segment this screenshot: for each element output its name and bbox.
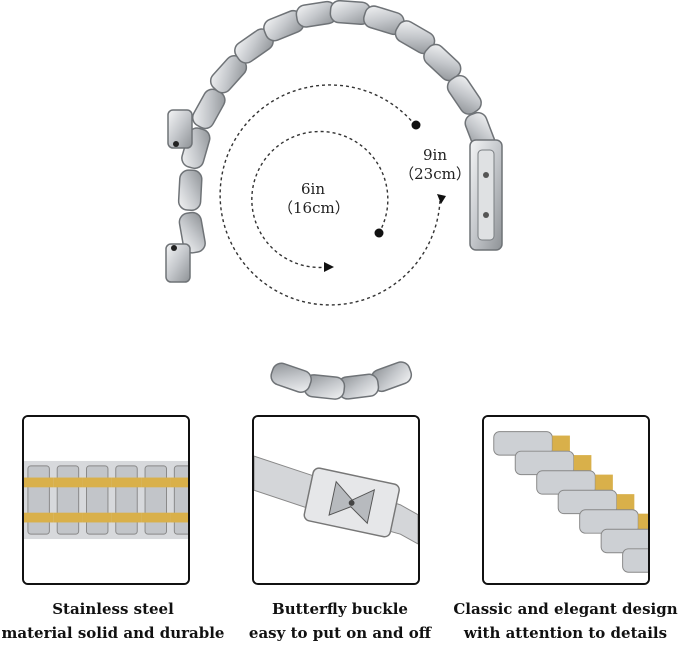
bracelet-end-bottom (165, 243, 191, 283)
gold-stripe (141, 477, 171, 488)
gold-stripe (141, 512, 171, 523)
band-link (622, 548, 648, 573)
inner-arc-arrowhead (324, 262, 334, 272)
feature-caption-design: Classic and elegant design with attentio… (452, 597, 679, 645)
gold-stripe (53, 477, 83, 488)
steel-link (115, 465, 138, 535)
feature-caption-steel-line2: material solid and durable (1, 624, 225, 642)
bracelet-link (446, 74, 482, 115)
band-gold-segment (573, 455, 592, 471)
feature-caption-steel: Stainless steel material solid and durab… (0, 597, 226, 645)
band-gold-segment (616, 494, 635, 510)
link-row (24, 460, 188, 540)
outer-arc-arrowhead (437, 194, 446, 204)
steel-links-closeup-image (24, 417, 188, 583)
inner-size-label: 6in （16cm） (278, 180, 350, 218)
bracelet-size-illustration: 6in （16cm） 9in （23cm） (165, 0, 503, 400)
inner-arc-start-dot (374, 228, 384, 238)
bracelet-image (165, 0, 503, 400)
feature-caption-design-line1: Classic and elegant design (453, 600, 678, 618)
bracelet-link (178, 211, 206, 254)
gold-stripe (111, 512, 142, 523)
gold-stripe (24, 512, 54, 523)
feature-caption-buckle: Butterfly buckle easy to put on and off (232, 597, 448, 645)
band-gold-segment (552, 435, 570, 452)
feature-panel-buckle (252, 415, 420, 585)
outer-size-label: 9in （23cm） (398, 146, 472, 184)
butterfly-clasp-image (254, 417, 418, 583)
steel-link (56, 465, 80, 535)
inner-size-arc (251, 130, 389, 269)
gold-stripe (82, 512, 112, 523)
feature-panel-design (482, 415, 650, 585)
feature-caption-design-line2: with attention to details (463, 624, 668, 642)
bracelet-end-top (167, 109, 193, 149)
feature-panel-steel (22, 415, 190, 585)
outer-arc-start-dot (411, 120, 421, 130)
steel-link (27, 465, 50, 535)
band-gold-segment (595, 474, 613, 491)
inner-size-inches: 6in (300, 180, 325, 198)
gold-stripe (53, 512, 83, 523)
feature-caption-buckle-line2: easy to put on and off (248, 624, 432, 642)
gold-stripe (170, 477, 188, 488)
inner-size-cm: （16cm） (278, 199, 350, 217)
bracelet-link (270, 362, 312, 393)
feature-caption-steel-line1: Stainless steel (52, 600, 174, 618)
gold-stripe (82, 477, 112, 488)
band-gold-segment (638, 513, 648, 530)
bracelet-clasp (469, 139, 503, 251)
gold-stripe (170, 512, 188, 523)
steel-link (173, 465, 188, 535)
gold-stripe (111, 477, 142, 488)
steel-link (144, 465, 168, 535)
feature-caption-buckle-line1: Butterfly buckle (272, 600, 408, 618)
steel-link (85, 465, 109, 535)
bracelet-link (177, 169, 203, 212)
two-tone-band-image (484, 417, 648, 583)
outer-size-cm: （23cm） (399, 165, 471, 183)
gold-stripe (24, 477, 54, 488)
outer-size-inches: 9in (422, 146, 447, 164)
